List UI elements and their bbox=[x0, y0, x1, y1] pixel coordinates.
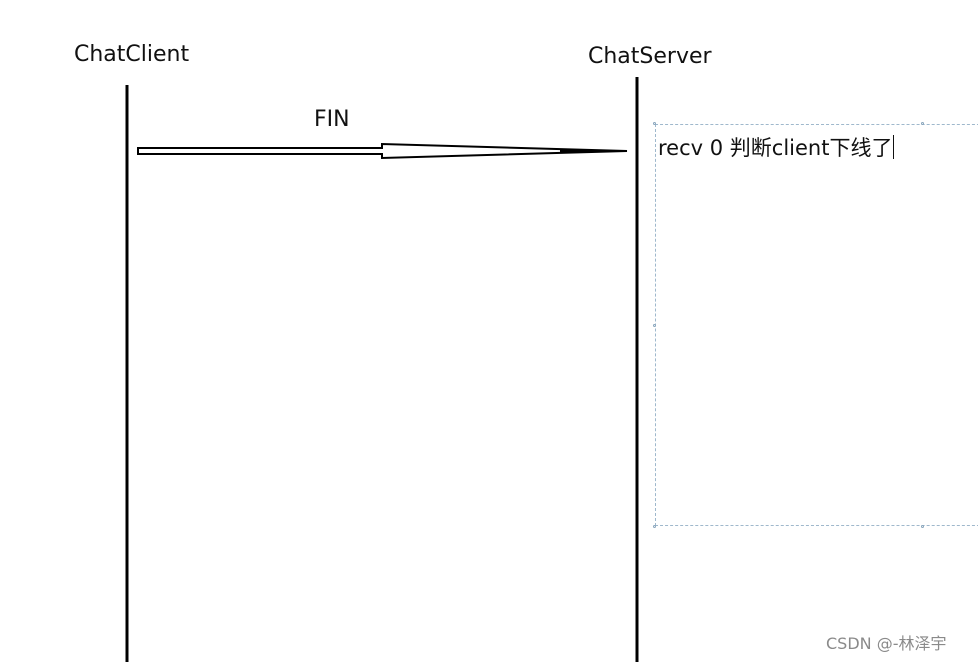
resize-handle-left[interactable] bbox=[653, 324, 656, 327]
server-note-textbox[interactable]: recv 0 判断client下线了 bbox=[655, 124, 978, 526]
server-note-text[interactable]: recv 0 判断client下线了 bbox=[658, 135, 895, 160]
resize-handle-bottom[interactable] bbox=[921, 525, 924, 528]
fin-arrow-tip bbox=[560, 149, 627, 153]
server-title: ChatServer bbox=[588, 44, 712, 69]
server-note-content: recv 0 判断client下线了 bbox=[658, 136, 893, 160]
fin-arrow bbox=[137, 142, 628, 160]
resize-handle-bottom-left[interactable] bbox=[653, 525, 656, 528]
watermark: CSDN @-林泽宇 bbox=[826, 634, 947, 653]
resize-handle-top-left[interactable] bbox=[653, 122, 656, 125]
client-title: ChatClient bbox=[74, 42, 190, 67]
text-cursor bbox=[893, 135, 895, 159]
fin-message-label: FIN bbox=[314, 107, 350, 132]
resize-handle-top[interactable] bbox=[921, 122, 924, 125]
